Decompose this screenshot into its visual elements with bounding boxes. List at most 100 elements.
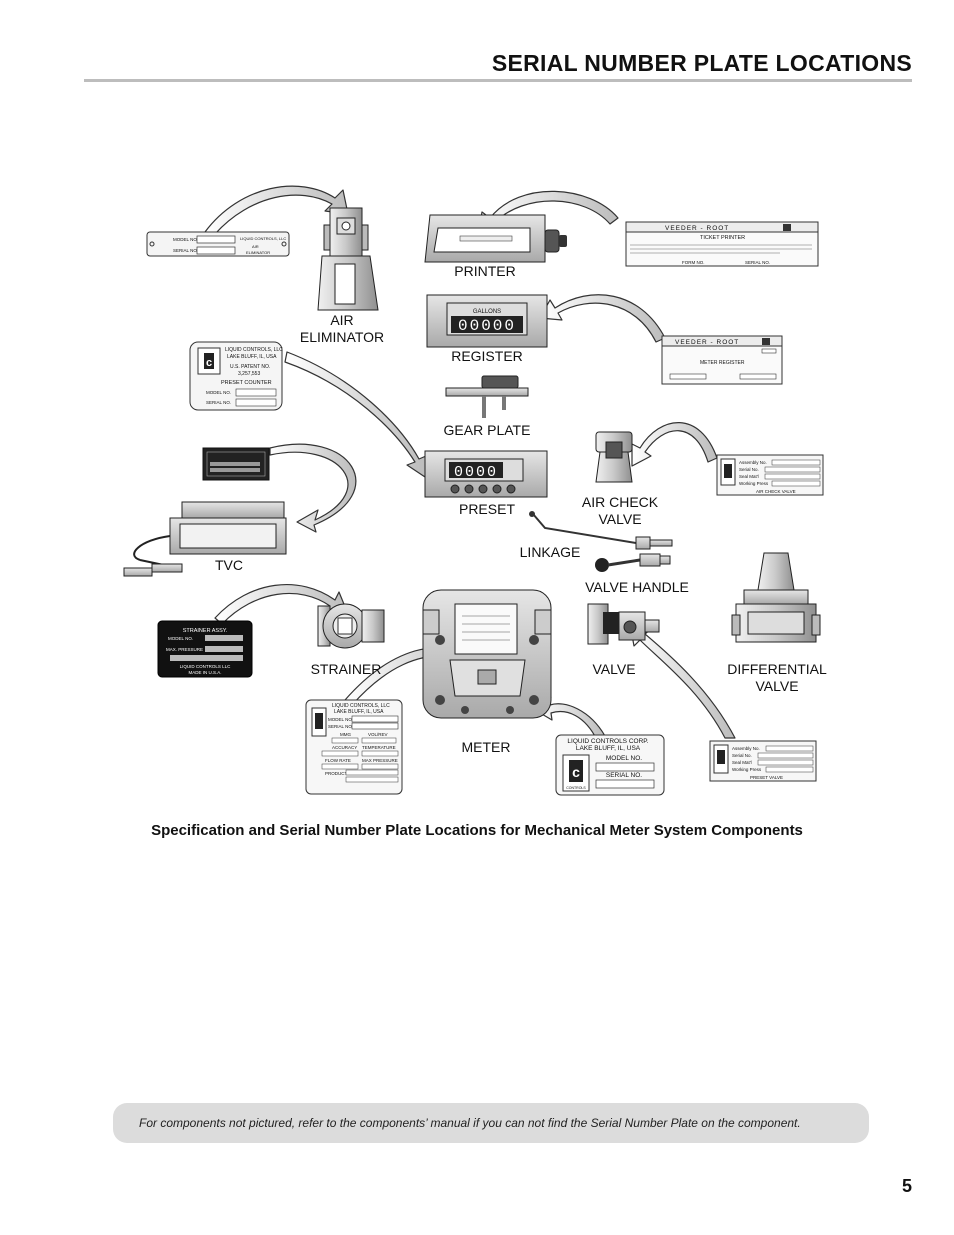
svg-text:STRAINER ASSY.: STRAINER ASSY. — [183, 628, 228, 634]
preset-label: PRESET — [459, 501, 515, 517]
svg-text:LIQUID CONTROLS CORP.: LIQUID CONTROLS CORP. — [567, 738, 648, 745]
svg-text:MAX PRESSURE: MAX PRESSURE — [362, 758, 398, 763]
linkage-label: LINKAGE — [520, 544, 581, 560]
svg-text:CONTROLS: CONTROLS — [566, 786, 586, 790]
svg-text:MODEL NO.: MODEL NO. — [173, 237, 198, 242]
svg-text:LAKE BLUFF, IL, USA: LAKE BLUFF, IL, USA — [227, 354, 277, 360]
meter-label: METER — [462, 739, 511, 755]
arrow-preset-valve — [629, 623, 736, 739]
svg-text:SERIAL NO.: SERIAL NO. — [745, 260, 770, 265]
note-text: For components not pictured, refer to th… — [139, 1116, 801, 1130]
svg-text:VEEDER - ROOT: VEEDER - ROOT — [675, 339, 739, 346]
svg-text:METER REGISTER: METER REGISTER — [700, 360, 745, 366]
gear-plate-drawing — [445, 375, 529, 418]
title-divider — [84, 79, 912, 82]
svg-text:ELIMINATOR: ELIMINATOR — [246, 250, 270, 255]
air-check-valve-plate: Assembly No. Serial No. Seal Mat'l Worki… — [716, 454, 824, 496]
svg-text:MAX. PRESSURE: MAX. PRESSURE — [166, 647, 203, 652]
arrow-tvc — [269, 443, 357, 533]
register-label: REGISTER — [451, 348, 523, 364]
tvc-drawing — [123, 501, 287, 577]
svg-text:ACCURACY: ACCURACY — [332, 745, 357, 750]
printer-drawing — [424, 214, 567, 263]
svg-text:U.S. PATENT NO.: U.S. PATENT NO. — [230, 364, 270, 370]
svg-text:VOL/REV: VOL/REV — [368, 732, 388, 737]
register-unit: GALLONS — [473, 309, 501, 315]
valve-drawing — [587, 603, 660, 645]
svg-text:MADE IN U.S.A.: MADE IN U.S.A. — [188, 670, 221, 675]
valve-handle-drawing — [595, 553, 671, 572]
gear-plate-label: GEAR PLATE — [444, 422, 531, 438]
page-number: 5 — [901, 1176, 912, 1196]
svg-text:FLOW RATE: FLOW RATE — [325, 758, 351, 763]
svg-text:LAKE BLUFF, IL, USA: LAKE BLUFF, IL, USA — [576, 745, 641, 752]
svg-text:PRESET VALVE: PRESET VALVE — [750, 775, 783, 780]
svg-text:MODEL NO.: MODEL NO. — [168, 636, 193, 641]
svg-text:LIQUID CONTROLS LLC: LIQUID CONTROLS LLC — [180, 664, 232, 669]
strainer-drawing — [317, 603, 385, 649]
svg-text:MMG: MMG — [340, 732, 351, 737]
preset-valve-plate: Assembly No. Serial No. Seal Mat'l Worki… — [709, 740, 817, 782]
svg-text:MODEL NO.: MODEL NO. — [328, 717, 353, 722]
svg-text:Assembly No.: Assembly No. — [732, 746, 760, 751]
valve-handle-label: VALVE HANDLE — [585, 579, 689, 595]
ticket-printer-plate: VEEDER - ROOT TICKET PRINTER FORM NO. SE… — [625, 221, 819, 267]
air-check-valve-label-1: AIR CHECK — [582, 494, 659, 510]
tvc-plate — [202, 447, 270, 481]
differential-valve-label-2: VALVE — [755, 678, 798, 694]
svg-text:PRODUCT: PRODUCT — [325, 771, 348, 776]
svg-text:c: c — [572, 764, 580, 780]
meter-drawing — [422, 589, 552, 719]
svg-text:LIQUID CONTROLS, LLC: LIQUID CONTROLS, LLC — [332, 703, 390, 709]
svg-text:LIQUID CONTROLS, LLC: LIQUID CONTROLS, LLC — [225, 347, 283, 353]
register-drawing: GALLONS 00000 — [426, 294, 548, 348]
svg-text:Serial No.: Serial No. — [739, 467, 759, 472]
svg-text:FORM NO.: FORM NO. — [682, 260, 705, 265]
svg-text:Assembly No.: Assembly No. — [739, 460, 767, 465]
air-eliminator-label-1: AIR — [330, 312, 353, 328]
corp-plate: LIQUID CONTROLS CORP. LAKE BLUFF, IL, US… — [555, 734, 665, 796]
svg-text:MODEL NO.: MODEL NO. — [206, 390, 231, 395]
meter-plate: LIQUID CONTROLS, LLC LAKE BLUFF, IL, USA… — [305, 699, 403, 795]
svg-text:MODEL NO.: MODEL NO. — [606, 755, 642, 762]
svg-text:AIR CHECK VALVE: AIR CHECK VALVE — [756, 489, 796, 494]
strainer-label: STRAINER — [311, 661, 382, 677]
svg-text:Seal Mat'l: Seal Mat'l — [739, 474, 759, 479]
differential-valve-drawing — [731, 552, 821, 643]
svg-text:SERIAL NO.: SERIAL NO. — [173, 248, 198, 253]
note-box: For components not pictured, refer to th… — [113, 1103, 869, 1143]
svg-text:LAKE BLUFF, IL, USA: LAKE BLUFF, IL, USA — [334, 709, 384, 715]
figure-caption: Specification and Serial Number Plate Lo… — [151, 822, 803, 839]
valve-label: VALVE — [592, 661, 635, 677]
linkage-drawing — [529, 511, 673, 550]
svg-text:Working Press: Working Press — [739, 481, 769, 486]
page-title: SERIAL NUMBER PLATE LOCATIONS — [491, 50, 912, 76]
strainer-plate: STRAINER ASSY. MODEL NO. MAX. PRESSURE L… — [157, 620, 253, 678]
arrow-register — [539, 294, 666, 343]
printer-label: PRINTER — [454, 263, 515, 279]
meter-register-plate: VEEDER - ROOT METER REGISTER — [661, 335, 783, 385]
svg-text:Working Press: Working Press — [732, 767, 762, 772]
tvc-label: TVC — [215, 557, 243, 573]
svg-text:LIQUID CONTROLS, LLC: LIQUID CONTROLS, LLC — [240, 236, 286, 241]
svg-text:AIR: AIR — [252, 244, 259, 249]
preset-drawing: 0000 — [424, 450, 548, 498]
svg-text:c: c — [206, 357, 212, 369]
preset-digits: 0000 — [454, 464, 498, 481]
pointer-arrows — [204, 185, 736, 741]
svg-text:3,257,553: 3,257,553 — [238, 371, 260, 377]
svg-text:TEMPERATURE: TEMPERATURE — [362, 745, 396, 750]
svg-text:Serial No.: Serial No. — [732, 753, 752, 758]
differential-valve-label-1: DIFFERENTIAL — [727, 661, 827, 677]
svg-text:SERIAL NO.: SERIAL NO. — [206, 400, 231, 405]
air-check-valve-label-2: VALVE — [598, 511, 641, 527]
preset-counter-plate: c LIQUID CONTROLS, LLC LAKE BLUFF, IL, U… — [189, 341, 283, 411]
svg-text:SERIAL NO.: SERIAL NO. — [328, 724, 353, 729]
svg-text:TICKET PRINTER: TICKET PRINTER — [700, 235, 745, 241]
svg-text:Seal Mat'l: Seal Mat'l — [732, 760, 752, 765]
svg-text:SERIAL NO.: SERIAL NO. — [606, 772, 642, 779]
arrow-preset-counter — [284, 351, 427, 478]
svg-text:VEEDER - ROOT: VEEDER - ROOT — [665, 225, 729, 232]
svg-text:PRESET COUNTER: PRESET COUNTER — [221, 380, 272, 386]
